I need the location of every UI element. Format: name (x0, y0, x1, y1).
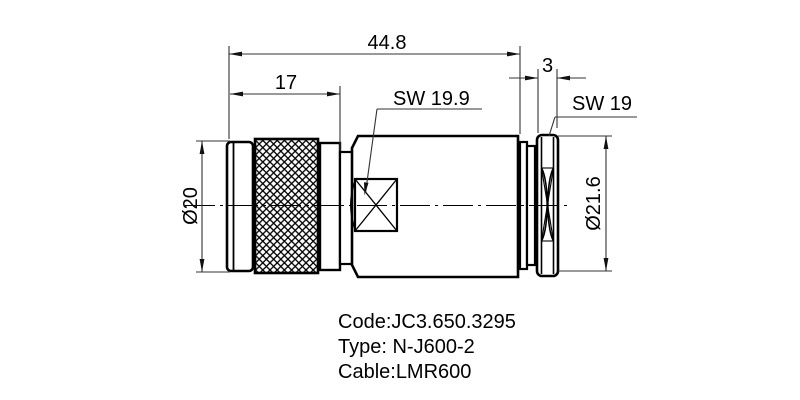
arrow-sw199-leader (364, 182, 369, 196)
arrowheads-group (199, 51, 609, 272)
arrow-dia20-bottom (199, 259, 205, 272)
arrow-3-left (525, 75, 538, 81)
dimension-lines-group (196, 46, 637, 273)
main-body (350, 134, 520, 279)
arrow-17-right (327, 91, 340, 97)
coupling-ring (318, 141, 342, 272)
label-nut-wrench-size: SW 19 (572, 93, 632, 115)
front-cylinder (225, 140, 255, 273)
arrow-dia216-bottom (603, 258, 609, 271)
dim-text-front-diameter: Ø20 (180, 187, 202, 225)
dim-text-front-length: 17 (275, 72, 297, 94)
dim-text-overall-length: 44.8 (368, 32, 407, 54)
note-cable: Cable:LMR600 (338, 361, 471, 383)
leader-line-sw199 (364, 108, 378, 194)
dim-text-nut-thickness: 3 (542, 55, 553, 77)
arrow-dia216-top (603, 136, 609, 149)
arrow-3-right (557, 75, 570, 81)
label-body-wrench-size: SW 19.9 (393, 88, 470, 110)
arrow-overall-left (229, 51, 242, 57)
arrow-17-left (230, 91, 243, 97)
hex-nut-diagonal-2 (540, 167, 555, 242)
arrow-dia20-top (199, 141, 205, 154)
arrow-overall-right (507, 51, 520, 57)
note-type: Type: N-J600-2 (338, 336, 475, 358)
leader-line-sw19 (548, 116, 556, 137)
dim-text-nut-diameter: Ø21.6 (583, 176, 605, 230)
note-code: Code:JC3.650.3295 (338, 311, 516, 333)
